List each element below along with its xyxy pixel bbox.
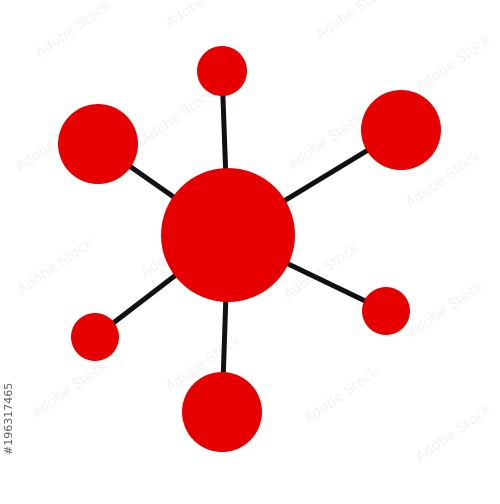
watermark-text: Adobe Stock — [285, 109, 367, 173]
watermark-text: Adobe Stock — [29, 357, 111, 421]
top-left-node — [58, 104, 138, 184]
watermark-text: Adobe Stock — [405, 277, 487, 341]
center-node — [161, 168, 295, 302]
stock-id-text: #196317465 — [2, 382, 15, 455]
top-right-node — [361, 90, 441, 170]
top-node — [197, 46, 247, 96]
watermark-text: Adobe Stock — [301, 363, 383, 427]
watermark-text: Adobe Stock — [15, 234, 97, 298]
network-nodes — [58, 46, 441, 452]
watermark-text: Adobe Stock — [138, 84, 220, 148]
watermark-text: Adobe Stock — [413, 401, 495, 465]
watermark-text: Adobe Stock — [163, 0, 245, 31]
watermark-text: Adobe Stock — [313, 0, 395, 43]
watermark-text: Adobe Stock — [33, 0, 115, 61]
bottom-left-node — [71, 313, 119, 361]
bottom-node — [182, 372, 262, 452]
right-node — [362, 287, 410, 335]
watermark-text: Adobe Stock — [413, 31, 495, 95]
stock-id: #196317465 — [2, 383, 22, 475]
